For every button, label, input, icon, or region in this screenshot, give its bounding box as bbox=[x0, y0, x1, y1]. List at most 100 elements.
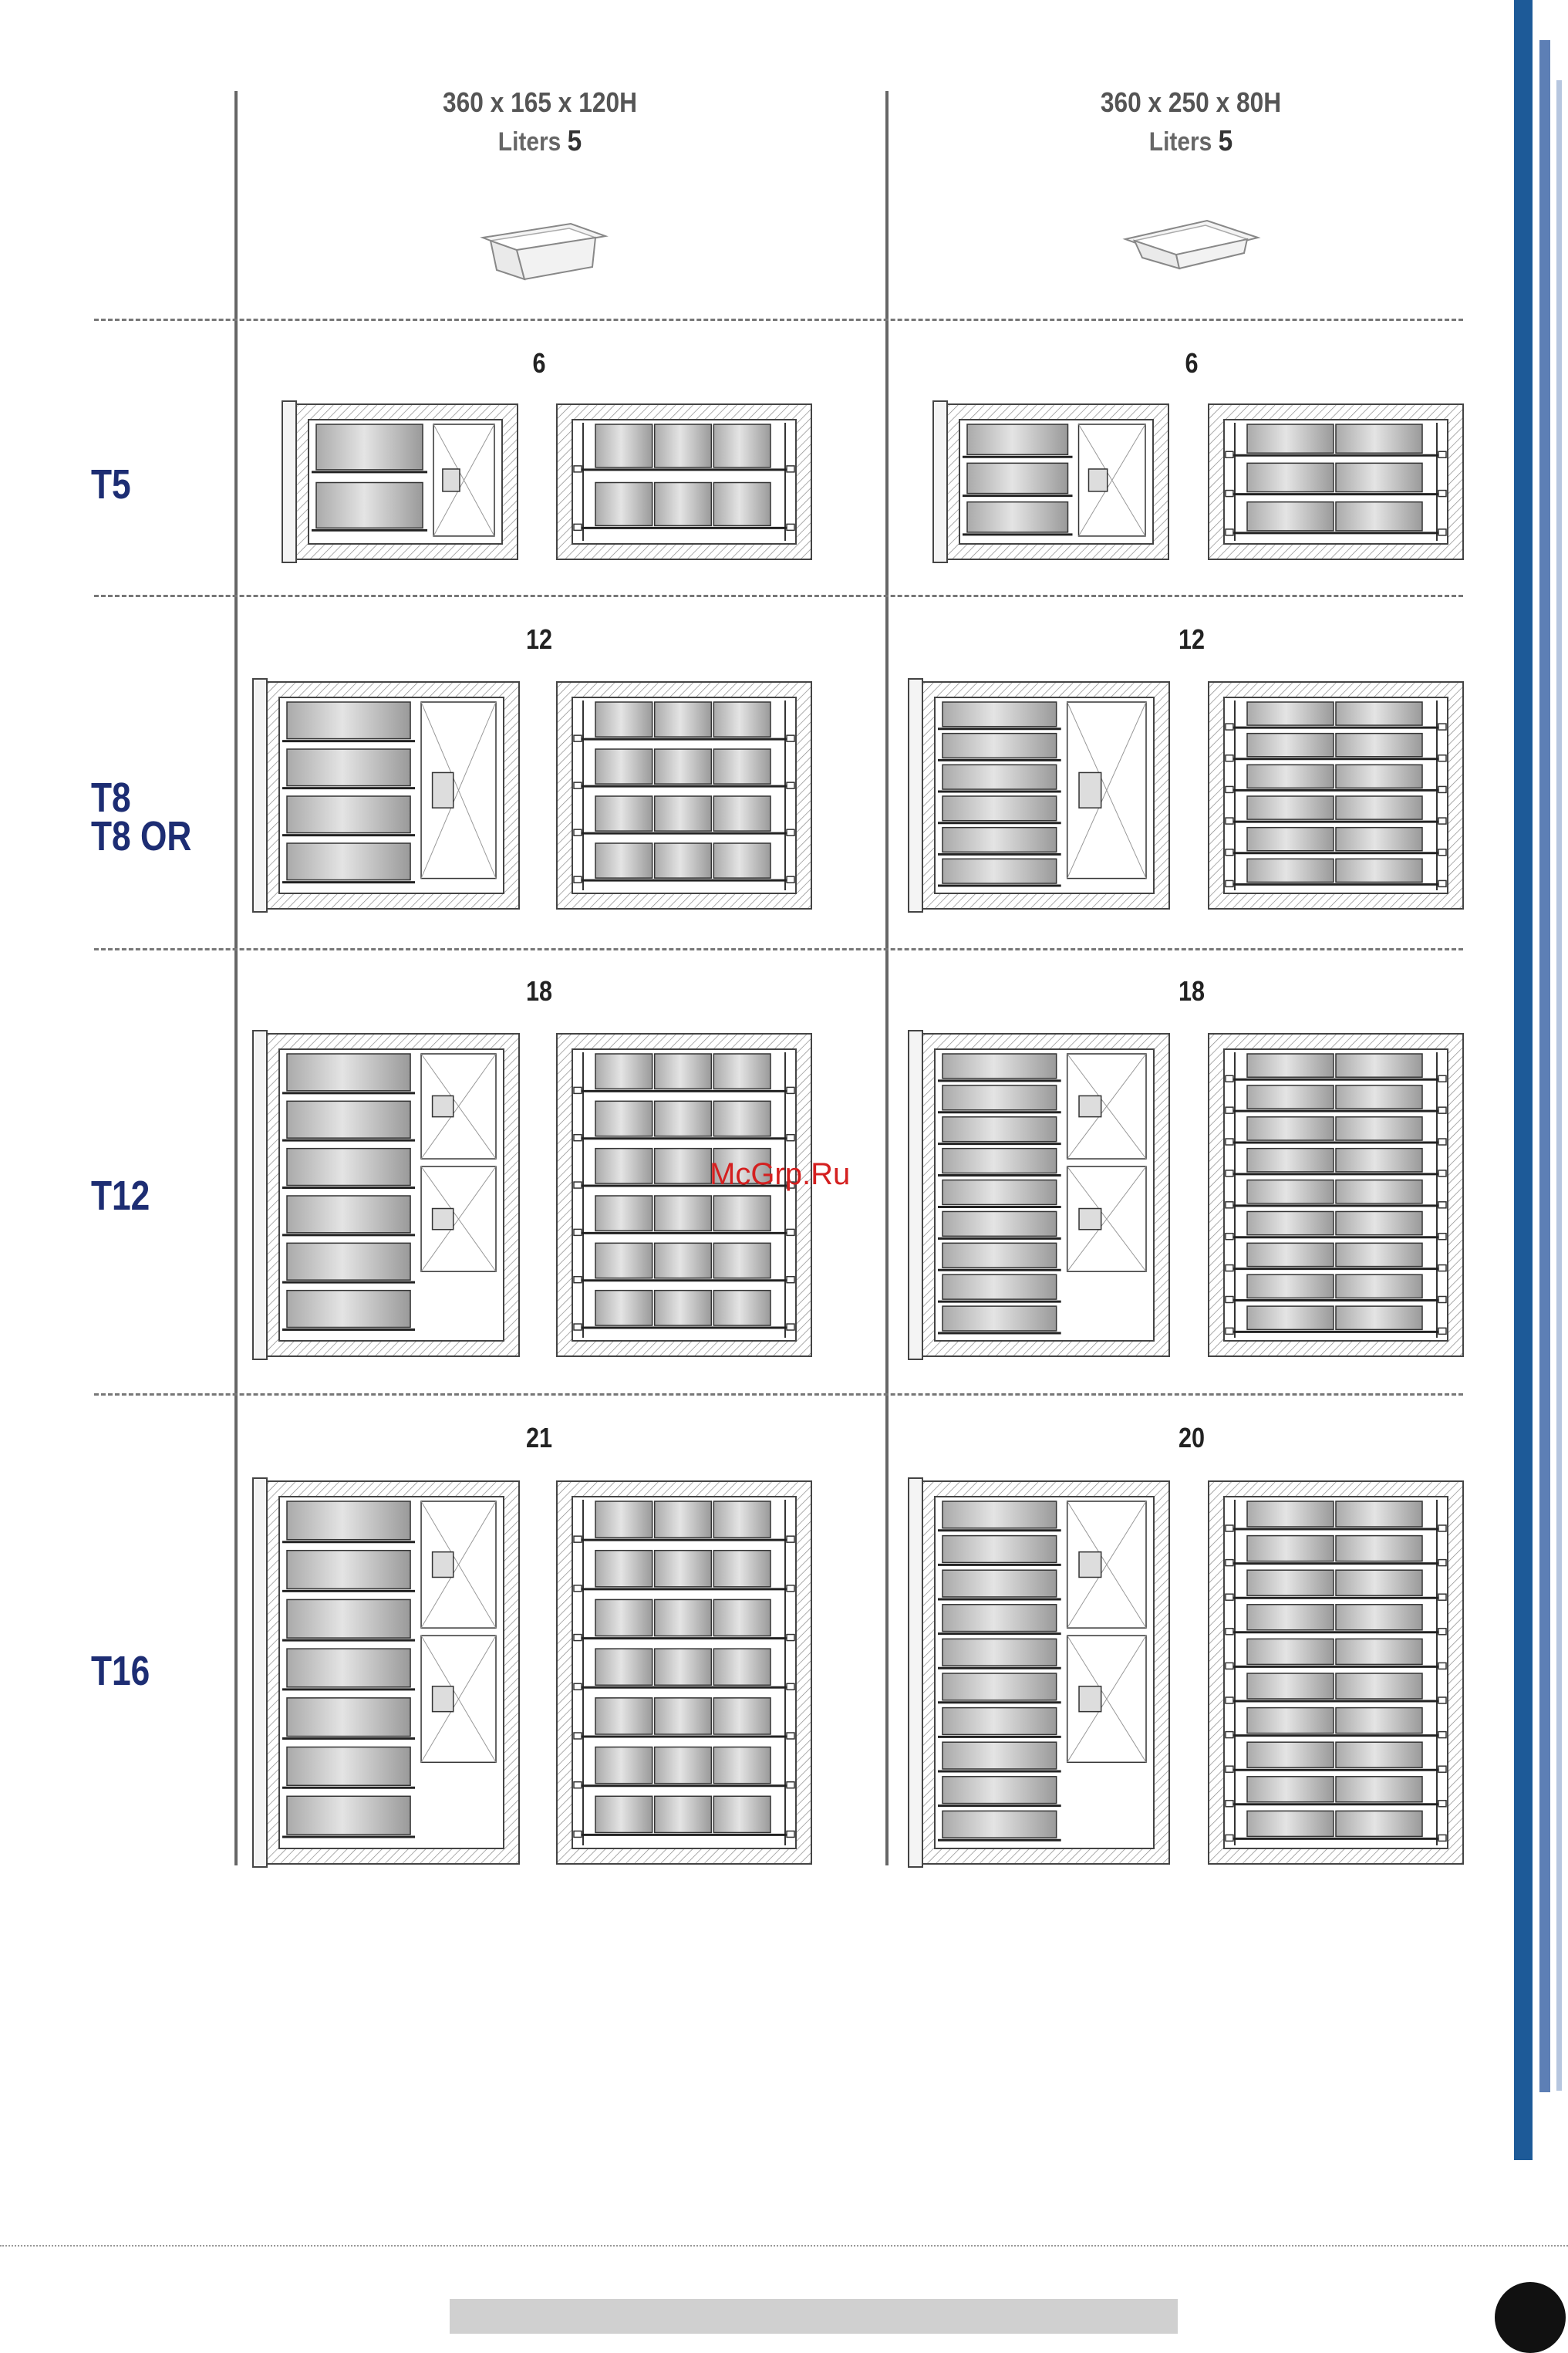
gastronorm-pan bbox=[942, 1570, 1057, 1597]
shelf-support bbox=[1438, 1594, 1446, 1600]
model-label-t8: T8 bbox=[91, 778, 131, 818]
gastronorm-pan bbox=[287, 1243, 410, 1280]
gastronorm-pan bbox=[287, 702, 410, 739]
gastronorm-pan bbox=[595, 1196, 652, 1231]
gastronorm-pan bbox=[1336, 1536, 1422, 1561]
shelf-support bbox=[1226, 786, 1233, 792]
gastronorm-pan bbox=[942, 1211, 1057, 1236]
gastronorm-pan bbox=[287, 1551, 410, 1589]
shelf-support bbox=[1438, 1107, 1446, 1113]
gastronorm-pan bbox=[942, 702, 1057, 727]
gastronorm-pan bbox=[1336, 702, 1422, 725]
fan-motor bbox=[433, 1552, 454, 1578]
fan-motor bbox=[1079, 1095, 1101, 1116]
gastronorm-pan bbox=[287, 1747, 410, 1786]
gastronorm-pan bbox=[713, 749, 771, 784]
gastronorm-pan bbox=[967, 463, 1068, 493]
cabinet-door bbox=[909, 1031, 922, 1359]
gastronorm-pan bbox=[595, 1291, 652, 1325]
shelf-support bbox=[1438, 1328, 1446, 1334]
gastronorm-pan bbox=[713, 1698, 771, 1734]
shelf-support bbox=[1438, 1732, 1446, 1738]
gastronorm-pan bbox=[713, 483, 771, 526]
shelf-support bbox=[1438, 1663, 1446, 1669]
shelf-support bbox=[1226, 451, 1233, 457]
cabinet-door bbox=[933, 401, 947, 562]
gastronorm-pan bbox=[655, 1747, 712, 1784]
shelf-support bbox=[1438, 1525, 1446, 1531]
cabinet-side-view bbox=[918, 1032, 1171, 1358]
gastronorm-pan bbox=[1336, 828, 1422, 851]
gastronorm-pan bbox=[595, 843, 652, 878]
cabinet-side-view bbox=[262, 1032, 521, 1358]
gastronorm-pan bbox=[1336, 424, 1422, 453]
fan-motor bbox=[433, 1686, 454, 1712]
shelf-support bbox=[574, 1277, 582, 1283]
gastronorm-pan bbox=[942, 1777, 1057, 1804]
shelf-support bbox=[1438, 1560, 1446, 1566]
gastronorm-pan bbox=[287, 843, 410, 880]
gastronorm-pan bbox=[713, 1501, 771, 1538]
shelf-support bbox=[1438, 755, 1446, 761]
shelf-support bbox=[1226, 818, 1233, 824]
shelf-support bbox=[574, 524, 582, 530]
gastronorm-pan bbox=[655, 1698, 712, 1734]
shelf-support bbox=[1226, 1801, 1233, 1807]
shelf-support bbox=[1226, 1697, 1233, 1703]
gastronorm-pan bbox=[1336, 1054, 1422, 1077]
gastronorm-pan bbox=[287, 1501, 410, 1540]
shelf-support bbox=[1226, 1234, 1233, 1240]
shallow-gastronorm-pan-icon bbox=[1122, 207, 1261, 276]
shelf-support bbox=[1226, 880, 1233, 886]
gastronorm-pan bbox=[595, 424, 652, 468]
liters-value: 5 bbox=[568, 125, 582, 157]
gastronorm-pan bbox=[316, 483, 423, 528]
gastronorm-pan bbox=[713, 1291, 771, 1325]
gastronorm-pan bbox=[942, 828, 1057, 852]
gastronorm-pan bbox=[316, 424, 423, 470]
shelf-support bbox=[787, 1324, 794, 1330]
shelf-support bbox=[1438, 880, 1446, 886]
shelf-support bbox=[1438, 1835, 1446, 1841]
shelf-support bbox=[1438, 1697, 1446, 1703]
gastronorm-pan bbox=[713, 1054, 771, 1089]
shelf-support bbox=[1438, 491, 1446, 497]
shelf-support bbox=[1226, 1296, 1233, 1302]
gastronorm-pan bbox=[1336, 1639, 1422, 1664]
shelf-support bbox=[1438, 1234, 1446, 1240]
gastronorm-pan bbox=[1247, 1673, 1334, 1699]
gastronorm-pan bbox=[655, 702, 712, 737]
gastronorm-pan bbox=[655, 1149, 712, 1183]
shelf-support bbox=[787, 1277, 794, 1283]
gastronorm-pan bbox=[942, 1742, 1057, 1769]
gastronorm-pan bbox=[595, 1599, 652, 1636]
gastronorm-pan bbox=[1336, 859, 1422, 882]
shelf-support bbox=[574, 829, 582, 836]
row-separator bbox=[94, 595, 1463, 597]
shelf-support bbox=[1438, 529, 1446, 535]
shelf-support bbox=[1438, 1629, 1446, 1635]
gastronorm-pan bbox=[1336, 1243, 1422, 1266]
gastronorm-pan bbox=[1336, 765, 1422, 788]
gastronorm-pan bbox=[595, 1796, 652, 1832]
gastronorm-pan bbox=[1247, 1180, 1334, 1204]
gastronorm-pan bbox=[595, 1149, 652, 1183]
gastronorm-pan bbox=[1336, 1570, 1422, 1595]
shelf-support bbox=[787, 1831, 794, 1837]
row-separator bbox=[94, 319, 1463, 321]
gastronorm-pan bbox=[1336, 1777, 1422, 1802]
shelf-support bbox=[1226, 1594, 1233, 1600]
shelf-support bbox=[1438, 1202, 1446, 1208]
gastronorm-pan bbox=[655, 749, 712, 784]
shelf-support bbox=[1438, 1265, 1446, 1271]
gastronorm-pan bbox=[1247, 502, 1334, 531]
shelf-support bbox=[787, 1683, 794, 1690]
cabinet-side-view bbox=[918, 680, 1171, 910]
shelf-support bbox=[574, 1585, 582, 1592]
shelf-support bbox=[574, 735, 582, 741]
gastronorm-pan bbox=[655, 1796, 712, 1832]
gastronorm-pan bbox=[1247, 1149, 1334, 1172]
pan-count: 12 bbox=[500, 623, 578, 656]
gastronorm-pan bbox=[1336, 1211, 1422, 1234]
gastronorm-pan bbox=[713, 424, 771, 468]
